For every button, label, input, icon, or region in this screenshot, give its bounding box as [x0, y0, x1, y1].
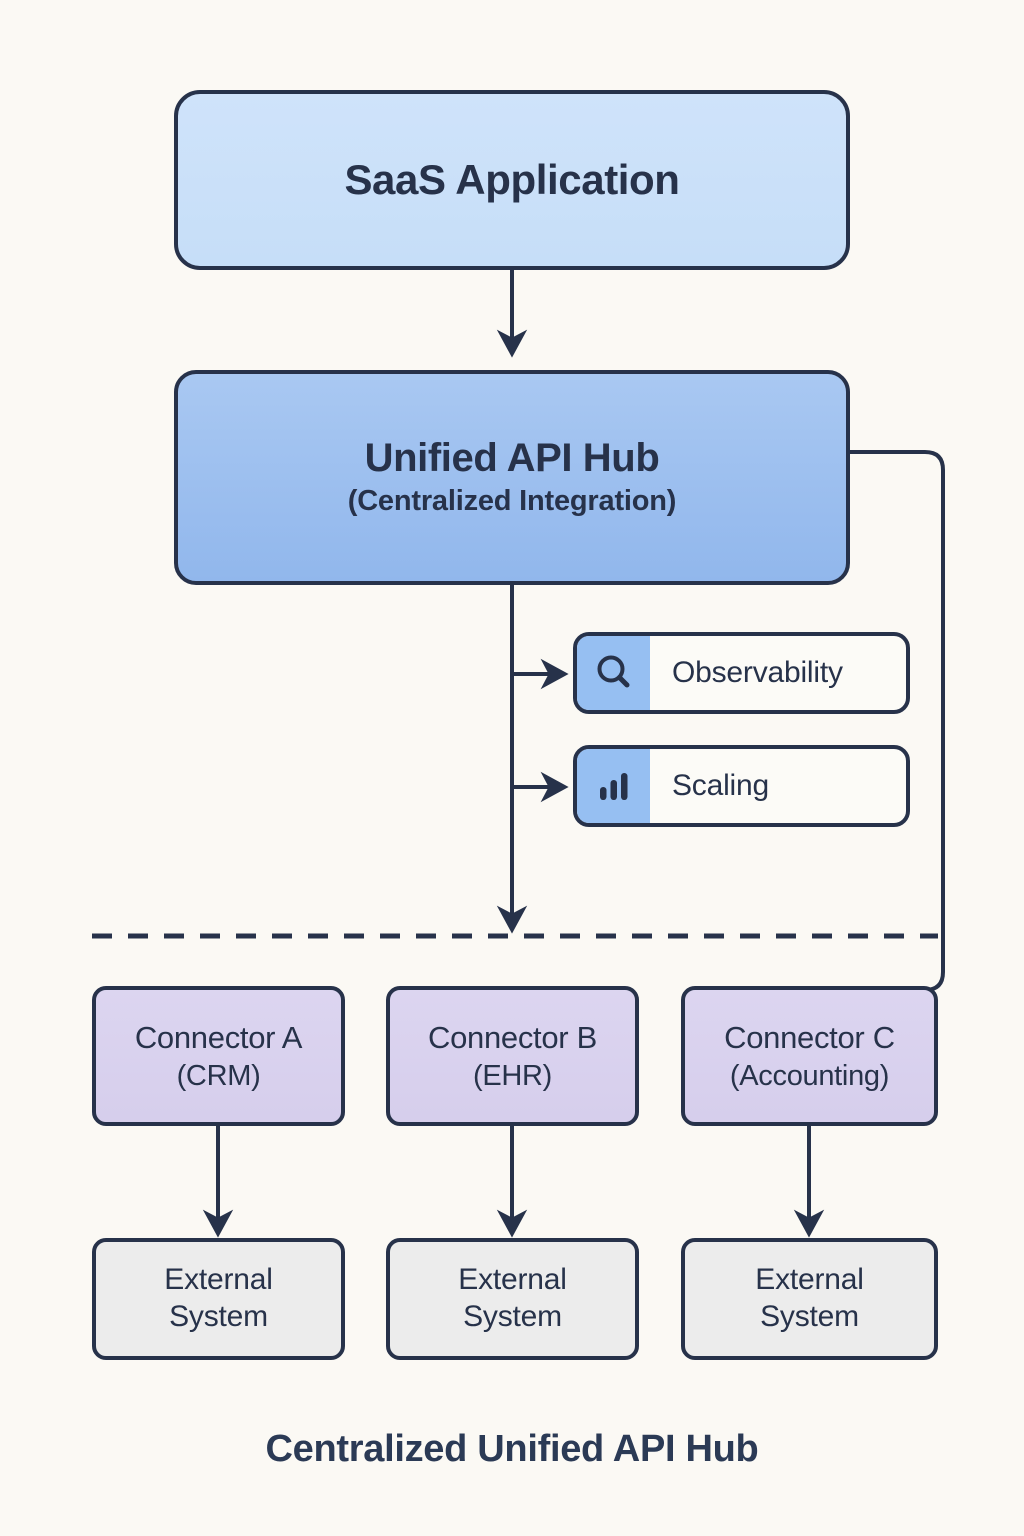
saas-application-title: SaaS Application: [344, 156, 680, 203]
node-connector-b[interactable]: Connector B (EHR): [386, 986, 639, 1126]
node-connector-c[interactable]: Connector C (Accounting): [681, 986, 938, 1126]
external-system-c-line1: External: [755, 1263, 864, 1297]
unified-api-hub-subtitle: (Centralized Integration): [347, 485, 677, 518]
external-system-c-line2: System: [760, 1300, 859, 1333]
bar-chart-icon: [599, 773, 627, 800]
observability-icon-panel: [577, 636, 650, 710]
node-saas-application[interactable]: SaaS Application: [174, 90, 850, 270]
connector-b-subtitle: (EHR): [472, 1059, 553, 1092]
node-external-system-b[interactable]: External System: [386, 1238, 639, 1360]
scaling-icon-panel: [577, 749, 650, 823]
node-external-system-a[interactable]: External System: [92, 1238, 345, 1360]
path-hub-to-connector-c: [850, 450, 945, 992]
search-icon: [597, 655, 629, 688]
connector-c-subtitle: (Accounting): [729, 1059, 890, 1092]
external-system-a-line1: External: [164, 1263, 273, 1297]
diagram-caption: Centralized Unified API Hub: [265, 1428, 759, 1470]
external-system-a-line2: System: [169, 1300, 268, 1333]
node-external-system-c[interactable]: External System: [681, 1238, 938, 1360]
observability-label: Observability: [672, 656, 843, 689]
feature-scaling[interactable]: Scaling: [573, 745, 910, 827]
connector-c-title: Connector C: [724, 1019, 895, 1055]
connector-a-title: Connector A: [134, 1019, 303, 1055]
node-unified-api-hub[interactable]: Unified API Hub (Centralized Integration…: [174, 370, 850, 585]
connector-a-subtitle: (CRM): [176, 1059, 261, 1092]
node-connector-a[interactable]: Connector A (CRM): [92, 986, 345, 1126]
scaling-label: Scaling: [672, 769, 769, 802]
external-system-b-line2: System: [463, 1300, 562, 1333]
unified-api-hub-title: Unified API Hub: [364, 435, 660, 480]
external-system-b-line1: External: [458, 1263, 567, 1297]
connector-b-title: Connector B: [427, 1019, 598, 1055]
feature-observability[interactable]: Observability: [573, 632, 910, 714]
